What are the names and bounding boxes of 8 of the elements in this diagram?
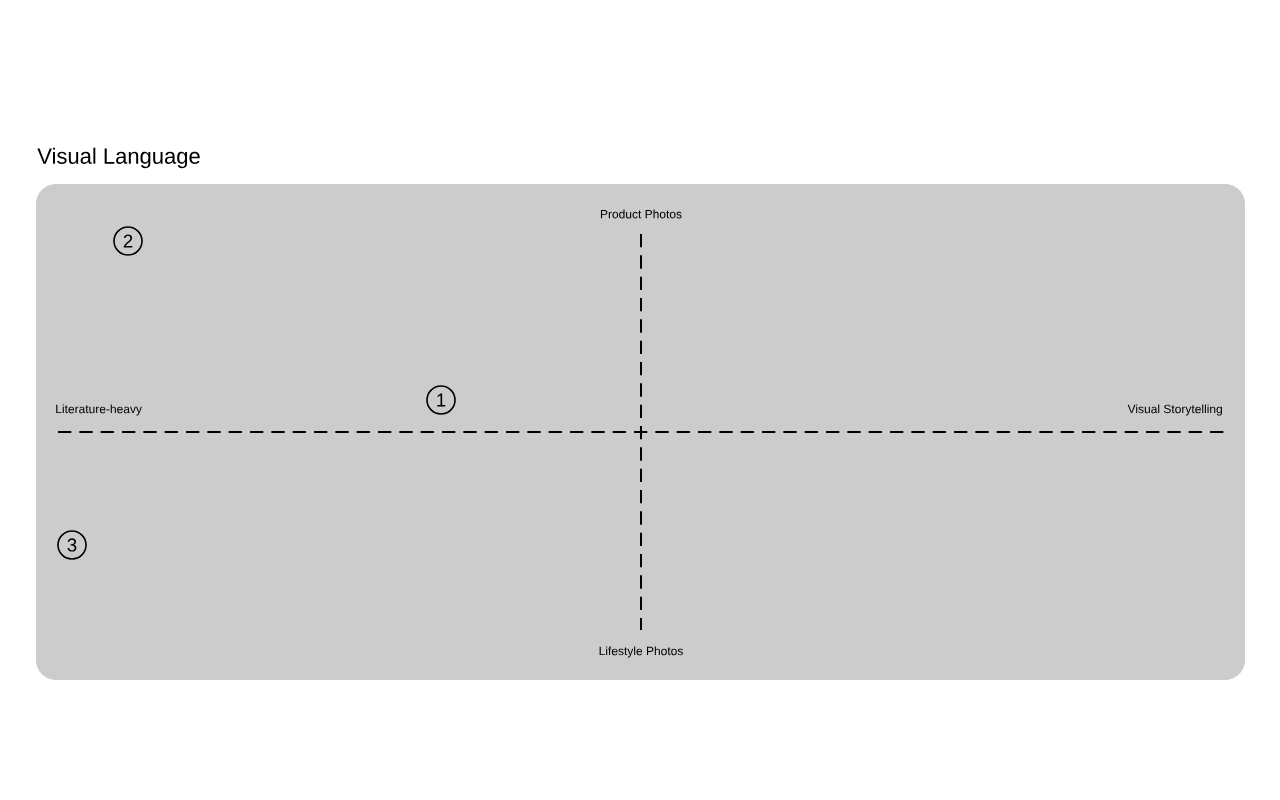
axis-label: Literature-heavy [56,404,142,416]
callout-number: 3 [57,530,87,560]
axis-label: Visual Storytelling [1127,404,1222,416]
callout-number: 1 [426,385,456,415]
axis-label: Lifestyle Photos [599,646,683,658]
callout-number: 2 [113,226,143,256]
title: Visual Language [37,147,200,169]
axis-label: Product Photos [600,209,682,219]
